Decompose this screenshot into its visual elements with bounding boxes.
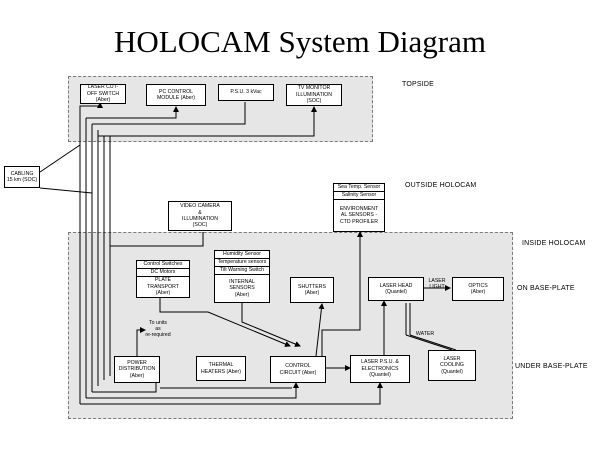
power-to-units-link bbox=[136, 327, 146, 356]
zone-outside-label: OUTSIDE HOLOCAM bbox=[405, 182, 477, 189]
control-switches: Control Switches bbox=[137, 261, 189, 269]
zone-under-base-plate-label: UNDER BASE-PLATE bbox=[515, 363, 588, 370]
laser-head-box: LASER HEAD (Quantel) bbox=[368, 277, 424, 301]
shutters-link bbox=[315, 303, 325, 357]
sea-temp-sensor: Sea Temp. Sensor bbox=[334, 184, 384, 192]
environmental-sensors-label: ENVIRONMENT AL SENSORS - CTD PROFILER bbox=[339, 205, 379, 225]
plate-transport-box: Control Switches DC Motors PLATE TRANSPO… bbox=[136, 260, 190, 298]
bottom-bundle-2 bbox=[86, 382, 299, 399]
diagram-title: HOLOCAM System Diagram bbox=[114, 24, 486, 59]
laser-cutoff-switch-box: LASER CUT- OFF SWITCH (Aber) bbox=[80, 84, 126, 104]
cabling-box: CABLING 15 km (SOC) bbox=[4, 166, 40, 188]
environmental-sensors-box: Sea Temp. Sensor Salinity Sensor ENVIRON… bbox=[333, 183, 385, 232]
laser-light-label: LASER LIGHT bbox=[428, 278, 446, 291]
cabling-link bbox=[39, 144, 81, 173]
internal-sensors-box: Humidity Sensor Temperature sensors Tilt… bbox=[214, 250, 270, 303]
zone-inside-label: INSIDE HOLOCAM bbox=[522, 240, 586, 247]
power-distribution-box: POWER DISTRIBUTION (Aber) bbox=[114, 356, 160, 383]
internal-sensors-label: INTERNAL SENSORS (Aber) bbox=[229, 278, 255, 298]
humidity-sensor: Humidity Sensor bbox=[215, 251, 269, 259]
water-label: WATER bbox=[415, 331, 435, 337]
salinity-sensor: Salinity Sensor bbox=[334, 192, 384, 200]
control-circuit-box: CONTROL CIRCUIT (Aber) bbox=[270, 356, 326, 383]
psu-topside-box: P.S.U. 3 kVac bbox=[218, 84, 274, 101]
to-units-label: To units as re-required bbox=[145, 320, 171, 339]
water-line-4 bbox=[409, 334, 457, 351]
temperature-sensors: Temperature sensors bbox=[215, 259, 269, 267]
tv-monitor-box: TV MONITOR ILLUMINATION (SOC) bbox=[286, 84, 342, 106]
cabling-link-2 bbox=[39, 187, 93, 194]
video-camera-box: VIDEO CAMERA & ILLUMINATION (SOC) bbox=[168, 201, 232, 231]
psu-topside-link bbox=[92, 102, 246, 125]
bottom-bundle-1 bbox=[80, 382, 383, 405]
optics-box: OPTICS (Aber) bbox=[452, 277, 504, 301]
pc-control-link bbox=[86, 106, 179, 119]
laser-cutoff-link bbox=[79, 102, 103, 112]
shutters-box: SHUTTERS (Aber) bbox=[290, 277, 334, 303]
pc-control-module-box: PC CONTROL MODULE (Aber) bbox=[146, 84, 206, 106]
plate-transport-link bbox=[159, 298, 291, 347]
thermal-heaters-box: THERMAL HEATERS (Aber) bbox=[196, 356, 246, 381]
env-sensors-link bbox=[321, 231, 363, 356]
tv-monitor-link bbox=[104, 106, 317, 137]
zone-on-base-plate-label: ON BASE-PLATE bbox=[517, 285, 575, 292]
zone-topside-label: TOPSIDE bbox=[402, 81, 435, 88]
video-camera-link bbox=[97, 130, 204, 247]
laser-psu-box: LASER P.S.U. & ELECTRONICS (Quantel) bbox=[350, 355, 410, 383]
dc-motors: DC Motors bbox=[137, 269, 189, 277]
tilt-warning-switch: Tilt Warning Switch bbox=[215, 267, 269, 275]
bottom-bundle-3 bbox=[92, 383, 157, 393]
water-line-3 bbox=[405, 334, 453, 351]
laser-cooling-box: LASER COOLING (Quantel) bbox=[428, 350, 476, 381]
plate-transport-label: PLATE TRANSPORT (Aber) bbox=[147, 277, 179, 297]
internal-sensors-link bbox=[241, 303, 301, 347]
